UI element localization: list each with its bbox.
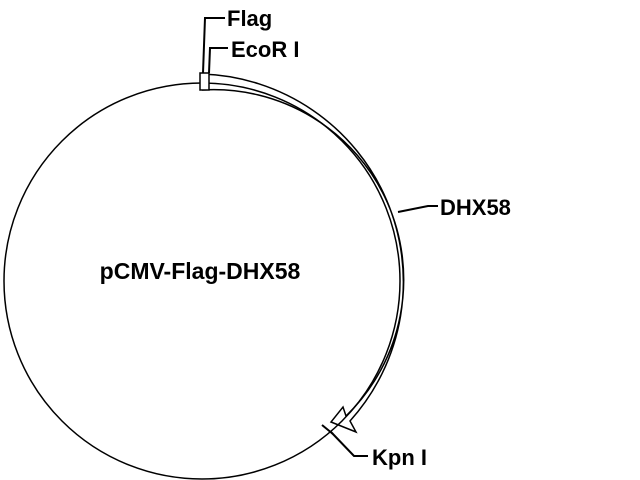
flag-leader-line [202,17,225,74]
flag-tag-box [199,72,210,91]
dhx58-leader-line [397,205,438,213]
kpni-leader-line [330,431,368,457]
ecori-leader-line [208,47,228,74]
flag-label: Flag [227,6,272,31]
ecori-label: EcoR I [231,37,299,62]
dhx58-label: DHX58 [440,195,511,220]
dhx58-insert-arrow [201,73,405,434]
kpni-label: Kpn I [372,445,427,470]
plasmid-name: pCMV-Flag-DHX58 [100,258,301,284]
